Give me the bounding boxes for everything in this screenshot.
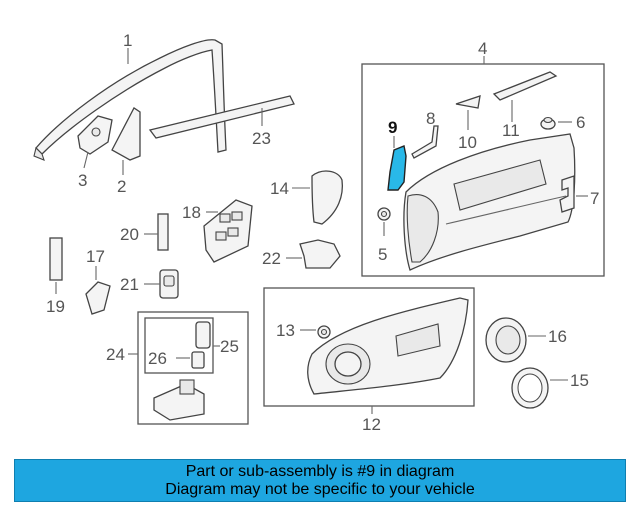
part-4-door-panel <box>403 133 576 271</box>
part-14-cover <box>311 170 344 225</box>
part-26-bulb <box>191 351 205 369</box>
callout-16: 16 <box>548 327 567 346</box>
banner-line-1: Part or sub-assembly is #9 in diagram <box>185 462 455 480</box>
part-17-switch-button <box>85 281 111 315</box>
group-box-12 <box>263 287 475 407</box>
callout-4: 4 <box>478 39 487 58</box>
callout-10: 10 <box>458 133 477 152</box>
part-15-speaker-ring <box>511 367 549 409</box>
callout-17: 17 <box>86 247 105 266</box>
group-box-24 <box>137 311 249 425</box>
callout-14: 14 <box>270 179 289 198</box>
part-24-lamp-housing <box>153 379 205 421</box>
callout-19: 19 <box>46 297 65 316</box>
part-6-clip <box>540 116 556 130</box>
callout-25: 25 <box>220 337 239 356</box>
part-16-speaker <box>485 317 527 363</box>
callout-15: 15 <box>570 371 589 390</box>
info-banner: Part or sub-assembly is #9 in diagram Di… <box>14 459 626 502</box>
part-12-door-trim-panel <box>307 297 469 395</box>
callout-20: 20 <box>120 225 139 244</box>
part-13-screw <box>317 325 331 339</box>
callout-7: 7 <box>590 189 599 208</box>
part-5-fastener <box>377 207 391 221</box>
part-1-window-frame <box>33 39 227 161</box>
part-23-belt-molding <box>148 95 295 139</box>
callout-22: 22 <box>262 249 281 268</box>
part-19-strip <box>49 237 63 281</box>
group-box-4 <box>361 63 605 277</box>
part-18-switch-panel <box>203 199 253 263</box>
callout-24: 24 <box>106 345 125 364</box>
part-21-switch <box>159 269 179 299</box>
callout-3: 3 <box>78 171 87 190</box>
callout-9: 9 <box>388 118 397 137</box>
part-20-switch <box>157 213 169 251</box>
part-7-bracket <box>559 175 575 213</box>
callout-12: 12 <box>362 415 381 434</box>
banner-line-2: Diagram may not be specific to your vehi… <box>165 480 475 498</box>
part-3-mirror-mount <box>77 115 113 155</box>
part-2-trim-piece <box>111 107 141 161</box>
part-10-trim <box>455 95 481 109</box>
part-9-highlighted <box>387 145 407 191</box>
callout-13: 13 <box>276 321 295 340</box>
callout-18: 18 <box>182 203 201 222</box>
part-8-rod <box>411 125 439 159</box>
callout-2: 2 <box>117 177 126 196</box>
part-11-trim-strip <box>492 71 558 101</box>
callout-26: 26 <box>148 349 167 368</box>
callout-21: 21 <box>120 275 139 294</box>
part-25-bulb-holder <box>195 321 211 349</box>
callout-1: 1 <box>123 31 132 50</box>
callout-11: 11 <box>502 121 520 140</box>
callout-6: 6 <box>576 113 585 132</box>
callout-5: 5 <box>378 245 387 264</box>
part-22-handle <box>299 239 341 269</box>
callout-8: 8 <box>426 109 435 128</box>
callout-23: 23 <box>252 129 271 148</box>
